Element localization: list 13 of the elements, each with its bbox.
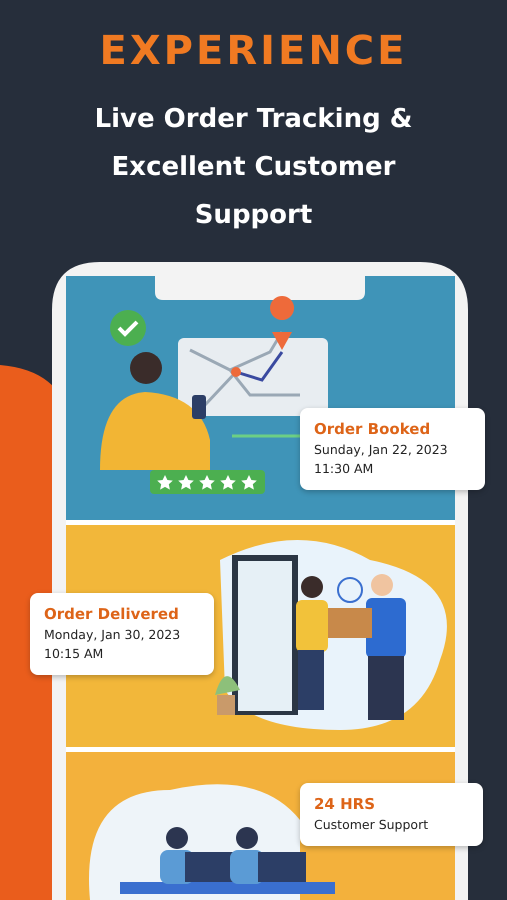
info-card: [30, 593, 214, 675]
info-card: [300, 783, 483, 846]
card-heading: Order Booked: [314, 420, 432, 438]
subtitle: Live Order Tracking & Excellent Customer Support: [94, 103, 414, 232]
date-text: Sunday, Jan 22, 2023: [314, 441, 449, 459]
card-heading: 24 HRS: [314, 795, 376, 813]
time-text: 11:30 AM: [314, 460, 374, 478]
card-heading: Order Delivered: [44, 605, 180, 623]
info-card: [300, 408, 485, 490]
time-text: 10:15 AM: [44, 645, 104, 663]
page-title: EXPERIENCE: [98, 28, 408, 74]
card-text: Customer Support: [314, 816, 430, 834]
date-text: Monday, Jan 30, 2023: [44, 626, 182, 644]
